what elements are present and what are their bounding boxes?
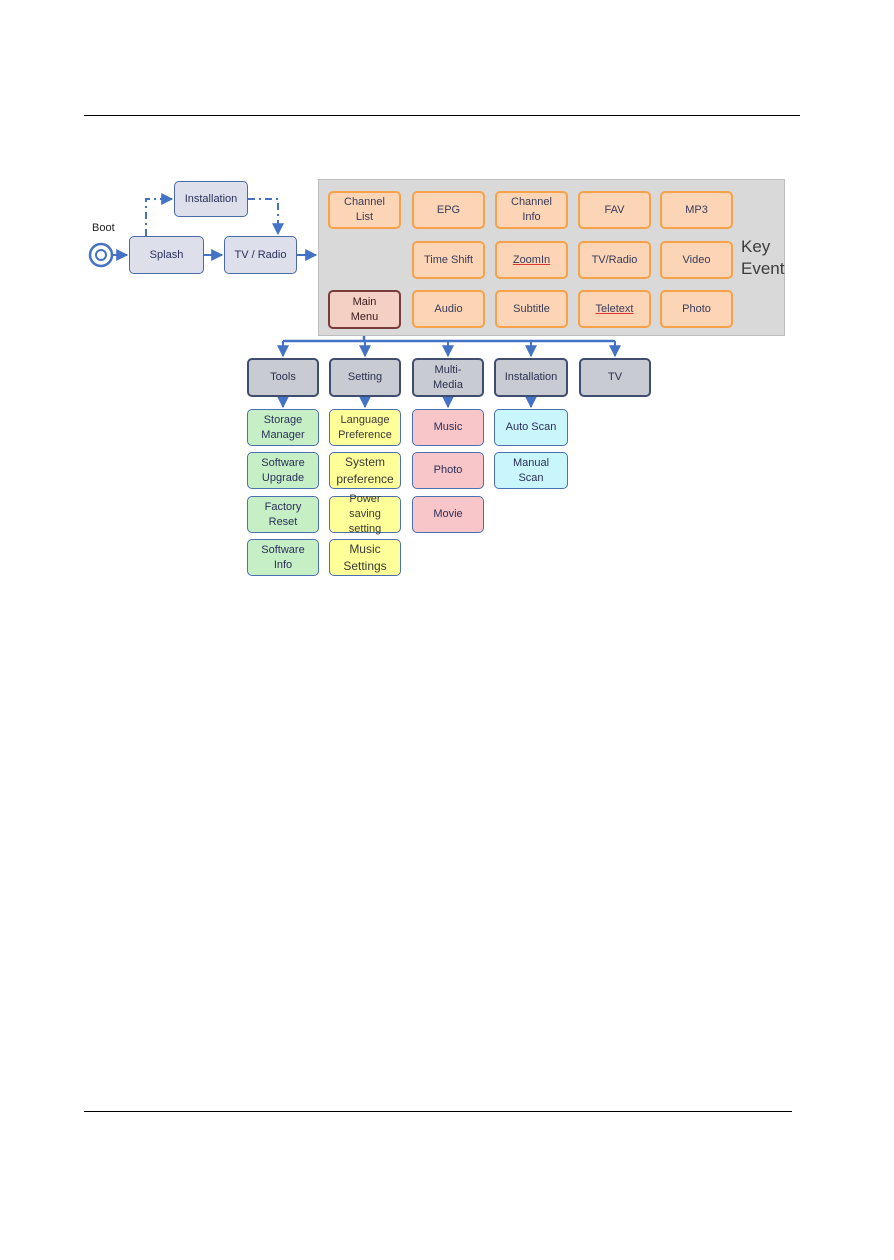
installation-node: Installation: [174, 181, 248, 217]
header-rule: [84, 115, 800, 116]
key-tv-radio: TV/Radio: [578, 241, 651, 279]
boot-icon: [88, 242, 114, 268]
key-subtitle: Subtitle: [495, 290, 568, 328]
photo-node: Photo: [412, 452, 484, 489]
key-photo: Photo: [660, 290, 733, 328]
key-zoomin: ZoomIn: [495, 241, 568, 279]
auto-scan-node: Auto Scan: [494, 409, 568, 446]
system-preference-node: System preference: [329, 452, 401, 489]
key-time-shift: Time Shift: [412, 241, 485, 279]
software-info-node: Software Info: [247, 539, 319, 576]
key-event-label: Key Event: [741, 237, 785, 278]
manual-scan-node: Manual Scan: [494, 452, 568, 489]
key-video: Video: [660, 241, 733, 279]
key-teletext: Teletext: [578, 290, 651, 328]
storage-manager-node: Storage Manager: [247, 409, 319, 446]
language-preference-node: Language Preference: [329, 409, 401, 446]
tv-radio-node: TV / Radio: [224, 236, 297, 274]
power-saving-node: Power saving setting: [329, 493, 401, 535]
key-channel-list: Channel List: [328, 191, 401, 229]
factory-reset-node: Factory Reset: [247, 496, 319, 533]
key-epg: EPG: [412, 191, 485, 229]
dashed-arrow-to-tv: [248, 198, 284, 236]
music-node: Music: [412, 409, 484, 446]
key-audio: Audio: [412, 290, 485, 328]
tv-node: TV: [579, 358, 651, 397]
key-fav: FAV: [578, 191, 651, 229]
splash-node: Splash: [129, 236, 204, 274]
music-settings-node: Music Settings: [329, 539, 401, 576]
movie-node: Movie: [412, 496, 484, 533]
installation-menu-node: Installation: [494, 358, 568, 397]
tools-node: Tools: [247, 358, 319, 397]
main-menu-node: Main Menu: [328, 290, 401, 329]
key-channel-info: Channel Info: [495, 191, 568, 229]
dashed-arrow-to-installation: [145, 193, 174, 236]
footer-rule: [84, 1111, 792, 1112]
multimedia-node: Multi- Media: [412, 358, 484, 397]
software-upgrade-node: Software Upgrade: [247, 452, 319, 489]
key-mp3: MP3: [660, 191, 733, 229]
boot-label: Boot: [92, 222, 115, 234]
setting-node: Setting: [329, 358, 401, 397]
